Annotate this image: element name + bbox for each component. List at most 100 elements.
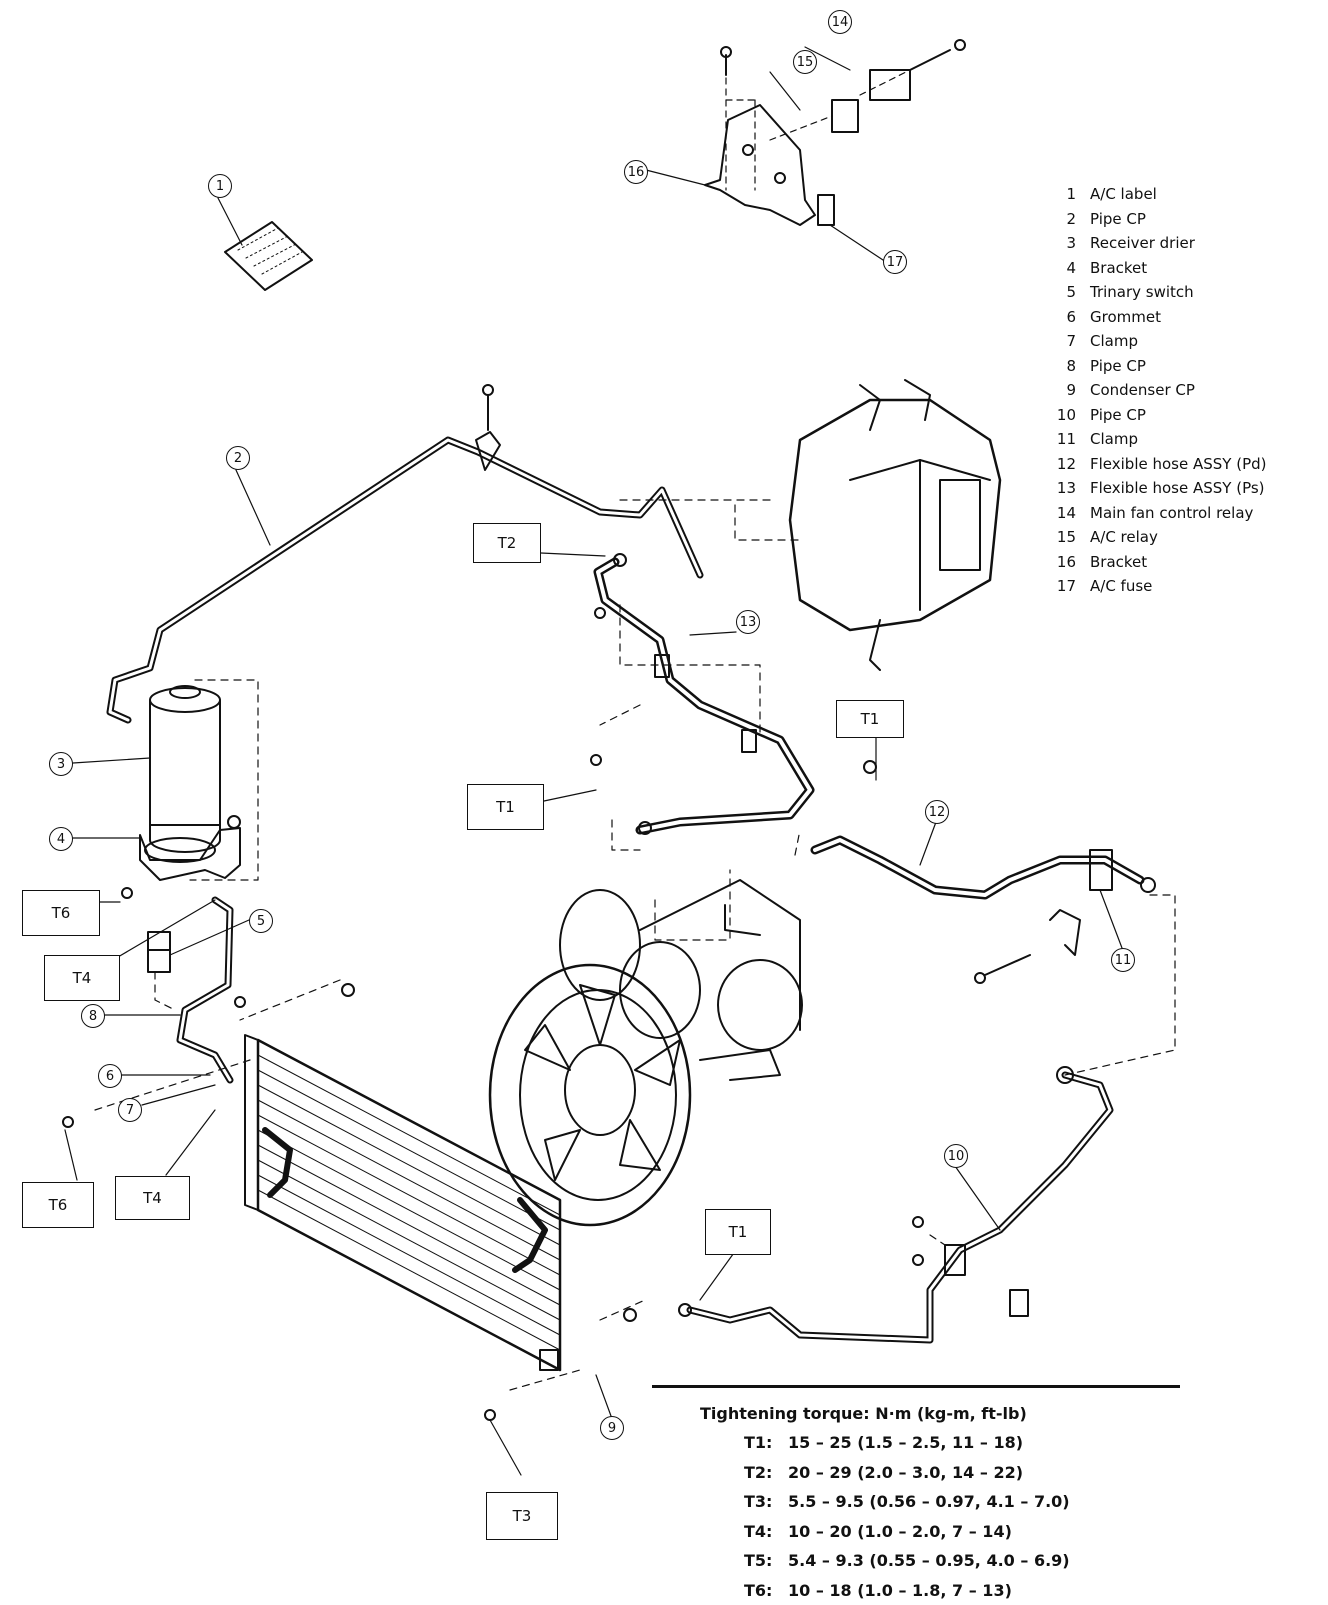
pipe-cp-8 (180, 900, 230, 1080)
legend-number: 8 (1040, 357, 1090, 375)
torque-id: T3: (744, 1487, 788, 1517)
legend-number: 9 (1040, 381, 1090, 399)
legend-number: 5 (1040, 283, 1090, 301)
condenser (245, 1035, 560, 1370)
legend-text: Condenser CP (1090, 381, 1195, 399)
assembly-guide-lines (95, 500, 1175, 1390)
callout-11: 11 (1111, 948, 1135, 972)
legend-text: Pipe CP (1090, 406, 1146, 424)
compressor (560, 880, 802, 1080)
legend-text: Pipe CP (1090, 210, 1146, 228)
legend-number: 11 (1040, 430, 1090, 448)
callout-17: 17 (883, 250, 907, 274)
torque-box-t6-lower: T6 (22, 1182, 94, 1228)
torque-id: T1: (744, 1428, 788, 1458)
legend-text: Bracket (1090, 553, 1147, 571)
torque-value: 20 – 29 (2.0 – 3.0, 14 – 22) (788, 1458, 1023, 1488)
callout-6: 6 (98, 1064, 122, 1088)
leader-lines (65, 47, 1122, 1475)
callout-15: 15 (793, 50, 817, 74)
torque-box-t3: T3 (486, 1492, 558, 1540)
callout-8: 8 (81, 1004, 105, 1028)
callout-9: 9 (600, 1416, 624, 1440)
torque-row: T1:15 – 25 (1.5 – 2.5, 11 – 18) (700, 1428, 1200, 1458)
legend-number: 16 (1040, 553, 1090, 571)
cooling-fan (490, 965, 690, 1225)
torque-box-t1-upper: T1 (836, 700, 904, 738)
legend-text: Flexible hose ASSY (Pd) (1090, 455, 1267, 473)
torque-row: T6:10 – 18 (1.0 – 1.8, 7 – 13) (700, 1576, 1200, 1605)
torque-row: T5:5.4 – 9.3 (0.55 – 0.95, 4.0 – 6.9) (700, 1546, 1200, 1576)
torque-row: T4:10 – 20 (1.0 – 2.0, 7 – 14) (700, 1517, 1200, 1547)
evaporator-unit (790, 380, 1000, 670)
callout-13: 13 (736, 610, 760, 634)
callout-7: 7 (118, 1098, 142, 1122)
legend-number: 14 (1040, 504, 1090, 522)
callout-16: 16 (624, 160, 648, 184)
torque-value: 10 – 18 (1.0 – 1.8, 7 – 13) (788, 1576, 1012, 1605)
torque-box-t1-mid: T1 (467, 784, 544, 830)
torque-value: 5.5 – 9.5 (0.56 – 0.97, 4.1 – 7.0) (788, 1487, 1070, 1517)
callout-12: 12 (925, 800, 949, 824)
torque-row: T2:20 – 29 (2.0 – 3.0, 14 – 22) (700, 1458, 1200, 1488)
torque-id: T2: (744, 1458, 788, 1488)
torque-box-t4-upper: T4 (44, 955, 120, 1001)
legend-text: Pipe CP (1090, 357, 1146, 375)
legend-text: A/C relay (1090, 528, 1158, 546)
pipe-cp-2 (110, 385, 700, 720)
torque-id: T6: (744, 1576, 788, 1605)
receiver-drier (150, 686, 220, 852)
callout-10: 10 (944, 1144, 968, 1168)
legend-text: Bracket (1090, 259, 1147, 277)
callout-3: 3 (49, 752, 73, 776)
legend-text: Grommet (1090, 308, 1161, 326)
legend-text: Clamp (1090, 332, 1138, 350)
flexible-hose-ps (598, 554, 810, 834)
legend-number: 4 (1040, 259, 1090, 277)
legend-text: Trinary switch (1090, 283, 1194, 301)
pipe-cp-10 (679, 1067, 1110, 1340)
legend-number: 12 (1040, 455, 1090, 473)
torque-id: T5: (744, 1546, 788, 1576)
torque-box-t4-lower: T4 (115, 1176, 190, 1220)
legend-text: Clamp (1090, 430, 1138, 448)
ac-label-part (225, 222, 312, 290)
legend-text: Receiver drier (1090, 234, 1195, 252)
legend-number: 10 (1040, 406, 1090, 424)
legend-number: 17 (1040, 577, 1090, 595)
torque-value: 10 – 20 (1.0 – 2.0, 7 – 14) (788, 1517, 1012, 1547)
relay-bracket-assembly (705, 40, 965, 225)
torque-title: Tightening torque: N·m (kg-m, ft-lb) (700, 1400, 1200, 1428)
legend-text: Flexible hose ASSY (Ps) (1090, 479, 1265, 497)
callout-1: 1 (208, 174, 232, 198)
callout-5: 5 (249, 909, 273, 933)
legend-text: Main fan control relay (1090, 504, 1253, 522)
torque-box-t6-upper: T6 (22, 890, 100, 936)
torque-value: 15 – 25 (1.5 – 2.5, 11 – 18) (788, 1428, 1023, 1458)
torque-row: T3:5.5 – 9.5 (0.56 – 0.97, 4.1 – 7.0) (700, 1487, 1200, 1517)
legend-number: 7 (1040, 332, 1090, 350)
torque-spec: Tightening torque: N·m (kg-m, ft-lb) T1:… (700, 1400, 1200, 1605)
torque-box-t2: T2 (473, 523, 541, 563)
legend-number: 6 (1040, 308, 1090, 326)
legend-text: A/C fuse (1090, 577, 1152, 595)
torque-value: 5.4 – 9.3 (0.55 – 0.95, 4.0 – 6.9) (788, 1546, 1070, 1576)
